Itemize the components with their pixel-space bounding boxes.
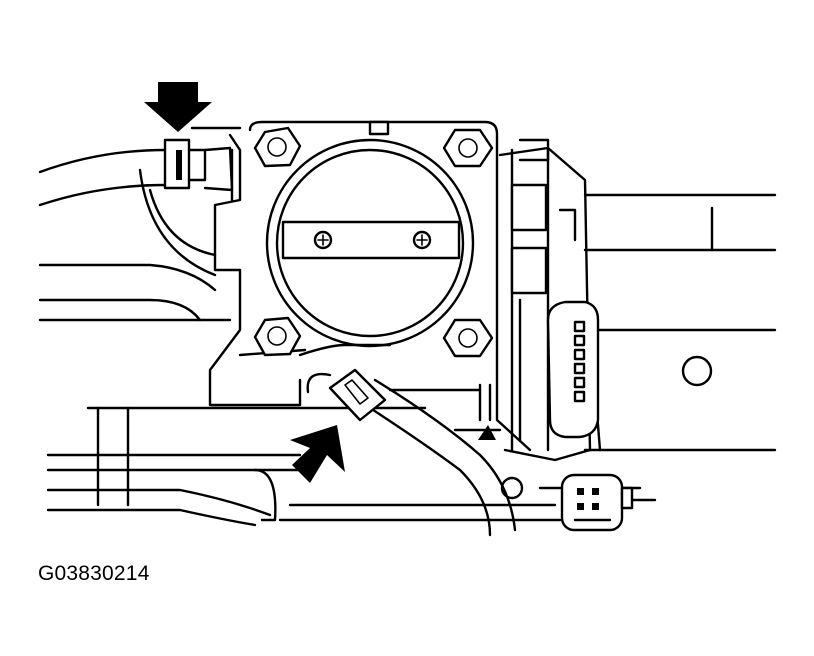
mounting-bolts — [253, 126, 494, 358]
figure-code: G03830214 — [38, 562, 150, 585]
bolt-bottom-left — [253, 316, 302, 357]
sensor-plug — [560, 473, 634, 532]
bolt-top-right — [442, 128, 494, 168]
lower-hose — [306, 368, 517, 537]
plate-screw-left — [313, 230, 333, 250]
bolt-top-left — [253, 126, 302, 168]
lower-hose-clamp — [328, 368, 387, 422]
upper-hose — [38, 138, 234, 207]
electrical-connector — [546, 300, 600, 439]
throttle-bore — [265, 138, 475, 348]
up-right-arrow-icon — [290, 425, 345, 483]
side-sensor-housing — [498, 138, 592, 462]
bolt-bottom-right — [442, 318, 494, 358]
throttle-plate-shaft — [281, 220, 461, 260]
down-arrow-icon — [144, 82, 212, 132]
plate-screw-right — [412, 230, 432, 250]
